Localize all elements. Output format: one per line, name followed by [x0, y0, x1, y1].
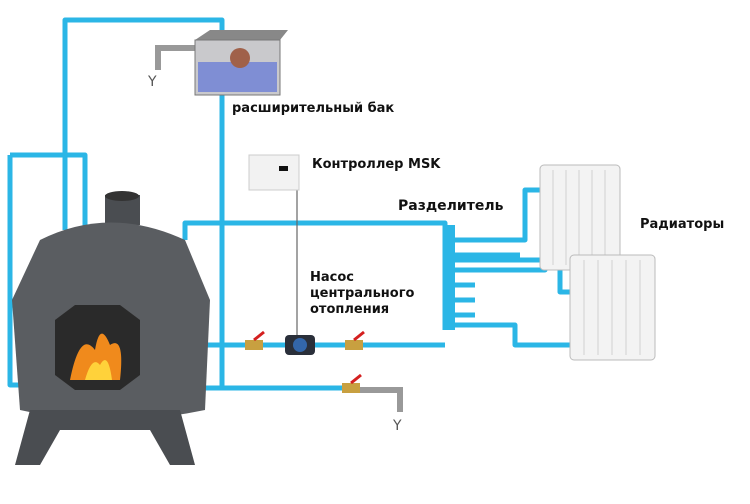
- pump-label: Насос центрального отопления: [310, 270, 414, 318]
- pump-label-line: Насос: [310, 270, 354, 285]
- pipe-left-branch: [10, 152, 88, 230]
- controller-msk: [248, 154, 300, 191]
- pump-label-line: центрального: [310, 286, 415, 301]
- expansion-tank-label: расширительный бак: [232, 101, 395, 116]
- drain-label-top: Y: [148, 74, 157, 90]
- valves: [245, 330, 365, 393]
- pipes: [7, 17, 575, 391]
- pipe-radiator2-return: [455, 322, 575, 348]
- grey-pipes: [155, 45, 403, 412]
- radiator-upper: [539, 164, 621, 271]
- drain-label-bottom: Y: [393, 418, 402, 434]
- pump-label-line: отопления: [310, 302, 390, 317]
- radiators-label: Радиаторы: [640, 217, 725, 232]
- distributor-manifold: [445, 225, 455, 330]
- radiator-lower: [569, 254, 656, 361]
- expansion-tank: [194, 30, 288, 96]
- distributor-label: Разделитель: [398, 198, 504, 214]
- controller-label: Контроллер MSK: [312, 157, 441, 172]
- pump: [285, 335, 315, 355]
- pipe-top-supply: [62, 17, 225, 230]
- pipe-radiator1-supply: [455, 187, 545, 243]
- stove: [12, 191, 210, 465]
- pipe-radiator2-supply: [455, 257, 575, 295]
